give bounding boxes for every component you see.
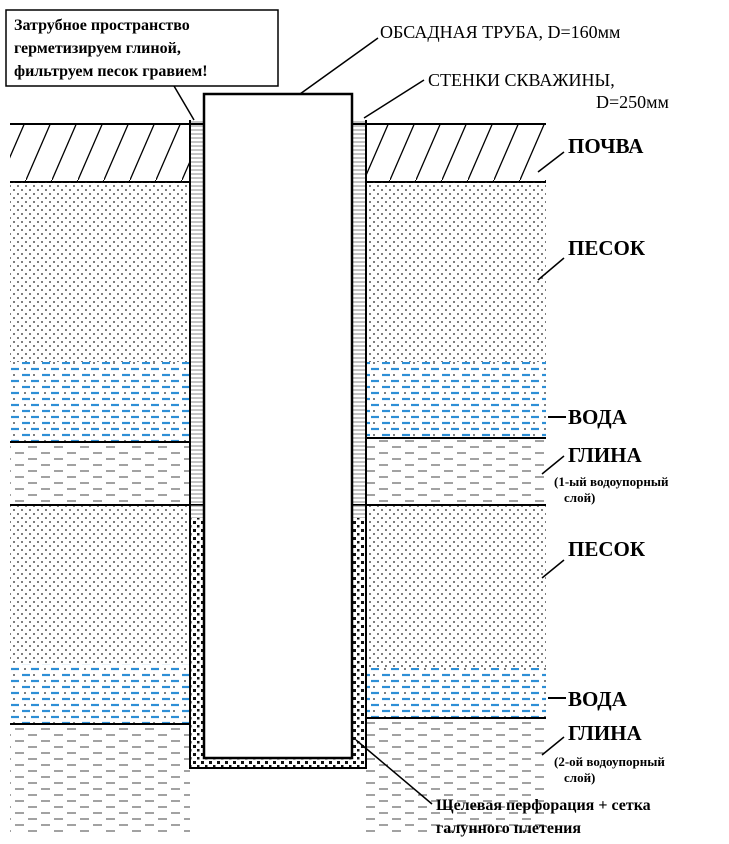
clay-layer-1-left	[10, 444, 190, 504]
annulus-gravel-left	[190, 518, 204, 768]
well-bore-wall	[189, 120, 367, 769]
note-box	[5, 9, 279, 87]
leader-clay-2	[541, 736, 565, 756]
aquitard-2-label-1: (2-ой водоупорный	[554, 754, 665, 769]
leader-casing	[299, 37, 379, 95]
clay-layer-2-right	[366, 720, 546, 836]
annulus-gravel-right	[352, 518, 366, 768]
perforation-label-2: галунного плетения	[436, 820, 581, 837]
leader-sand-2	[541, 559, 565, 579]
casing-pipe-label: ОБСАДНАЯ ТРУБА, D=160мм	[380, 22, 620, 42]
annulus-clay-right	[352, 120, 366, 518]
perforation-label-1: Щелевая перфорация + сетка	[436, 797, 651, 814]
aquitard-1-label-2: слой)	[564, 490, 595, 505]
leader-walls	[363, 79, 425, 119]
annulus-gravel-bottom	[190, 758, 366, 768]
soil-label: ПОЧВА	[568, 134, 644, 158]
leader-soil	[537, 151, 565, 173]
clay-label-2: ГЛИНА	[568, 721, 643, 745]
sand-label-2: ПЕСОК	[568, 537, 646, 561]
soil-layer-left	[10, 124, 190, 182]
water-layer-1-right	[366, 362, 546, 438]
clay-layer-1-right	[366, 440, 546, 504]
aquitard-1-label-1: (1-ый водоупорный	[554, 474, 669, 489]
note-line-2: герметизируем глиной,	[14, 40, 181, 57]
well-walls-label-2: D=250мм	[596, 92, 669, 112]
sand-layer-2-left	[10, 506, 190, 664]
leader-note	[173, 85, 195, 121]
sand-layer-1-right	[366, 182, 546, 362]
water-layer-1-left	[10, 362, 190, 442]
sand-layer-1-left	[10, 182, 190, 362]
sand-layer-2-right	[366, 506, 546, 668]
leader-sand-1	[537, 257, 565, 281]
water-layer-2-right	[366, 668, 546, 718]
water-label-2: ВОДА	[568, 687, 628, 711]
note-line-1: Затрубное пространство	[14, 17, 190, 34]
clay-label-1: ГЛИНА	[568, 443, 643, 467]
note-line-3: фильтруем песок гравием!	[14, 63, 208, 80]
annulus-clay-left	[190, 120, 204, 518]
clay-layer-2-left	[10, 726, 190, 836]
water-layer-2-left	[10, 664, 190, 724]
sand-label-1: ПЕСОК	[568, 236, 646, 260]
soil-layer-right	[366, 124, 546, 182]
leader-clay-1	[541, 455, 565, 475]
water-label-1: ВОДА	[568, 405, 628, 429]
leader-perforation	[355, 739, 433, 805]
well-walls-label-1: СТЕНКИ СКВАЖИНЫ,	[428, 70, 615, 90]
aquitard-2-label-2: слой)	[564, 770, 595, 785]
casing-pipe	[202, 92, 354, 760]
